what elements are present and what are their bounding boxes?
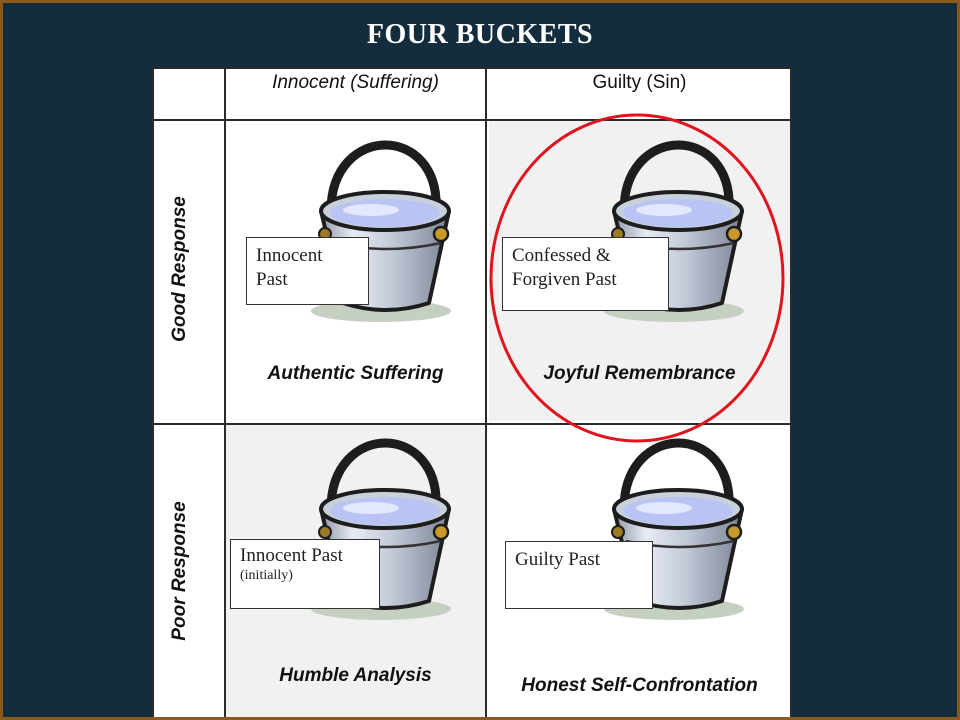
note-line: Innocent [256,245,323,266]
note-line: Past [256,269,288,290]
caption-humble-analysis: Humble Analysis [279,665,432,686]
row-header-poor-label: Poor Response [169,501,190,641]
cell-guilty-good: Confessed & Forgiven Past Joyful Remembr… [489,119,790,421]
slide: FOUR BUCKETS Innocent Past Authentic Suf… [3,3,957,717]
caption-joyful-remembrance: Joyful Remembrance [543,363,736,384]
grid-line [152,67,792,69]
note-line: Forgiven Past [512,269,617,290]
cell-innocent-poor: Innocent Past (initially) Humble Analysi… [226,425,485,717]
column-header-guilty: Guilty (Sin) [592,72,687,93]
four-buckets-grid: Innocent Past Authentic Suffering Confes… [152,67,792,717]
grid-line [224,67,226,717]
grid-line [485,67,487,717]
caption-honest-self-confrontation: Honest Self-Confrontation [521,675,758,696]
column-header-innocent: Innocent (Suffering) [272,72,439,93]
note-guilty-good: Confessed & Forgiven Past [502,237,669,311]
note-innocent-good: Innocent Past [246,237,369,305]
grid-line [152,67,154,717]
cell-innocent-good: Innocent Past Authentic Suffering [226,119,485,421]
note-guilty-poor: Guilty Past [505,541,653,609]
note-line: Guilty Past [515,549,600,570]
slide-title: FOUR BUCKETS [366,19,594,50]
note-small: (initially) [240,568,293,583]
note-innocent-poor: Innocent Past (initially) [230,539,380,609]
caption-authentic-suffering: Authentic Suffering [267,363,444,384]
note-line: Confessed & [512,245,611,266]
row-header-good-label: Good Response [169,196,190,342]
grid-line [152,423,792,425]
cell-guilty-poor: Guilty Past Honest Self-Confrontation [489,425,790,717]
grid-line [152,119,792,121]
grid-line [790,67,792,717]
note-line: Innocent Past [240,545,343,566]
